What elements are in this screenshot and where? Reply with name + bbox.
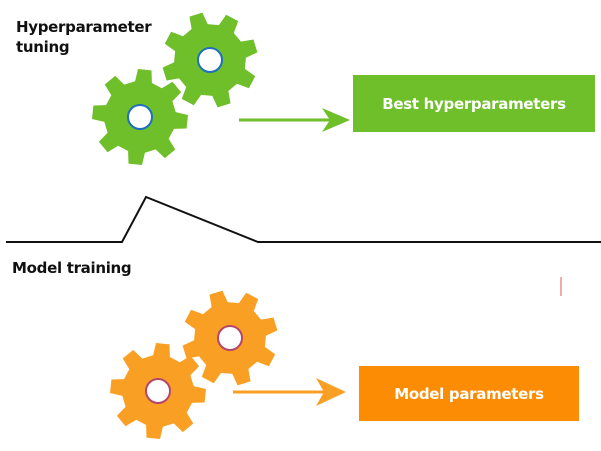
divider-line — [6, 195, 601, 243]
model-parameters-box: Model parameters — [359, 366, 579, 421]
arrow-to-model-parameters — [233, 378, 346, 406]
label-line-1: Hyperparameter — [16, 18, 152, 36]
gear-icon — [162, 12, 258, 108]
gear-icon — [182, 290, 278, 386]
model-training-label: Model training — [12, 259, 132, 277]
best-hyperparameters-text: Best hyperparameters — [382, 94, 566, 113]
text-cursor-mark — [560, 277, 562, 296]
arrow-to-best-hyperparameters — [239, 108, 350, 132]
gear-hole — [217, 325, 243, 351]
hyperparameter-tuning-label: Hyperparameter tuning — [16, 17, 152, 57]
gear-icon — [92, 69, 188, 165]
best-hyperparameters-box: Best hyperparameters — [353, 75, 595, 132]
gear-hole — [197, 47, 223, 73]
gear-hole — [127, 104, 153, 130]
gear-hole — [145, 378, 171, 404]
model-parameters-text: Model parameters — [394, 384, 544, 403]
gear-icon — [110, 343, 206, 439]
label-line-2: tuning — [16, 38, 70, 56]
